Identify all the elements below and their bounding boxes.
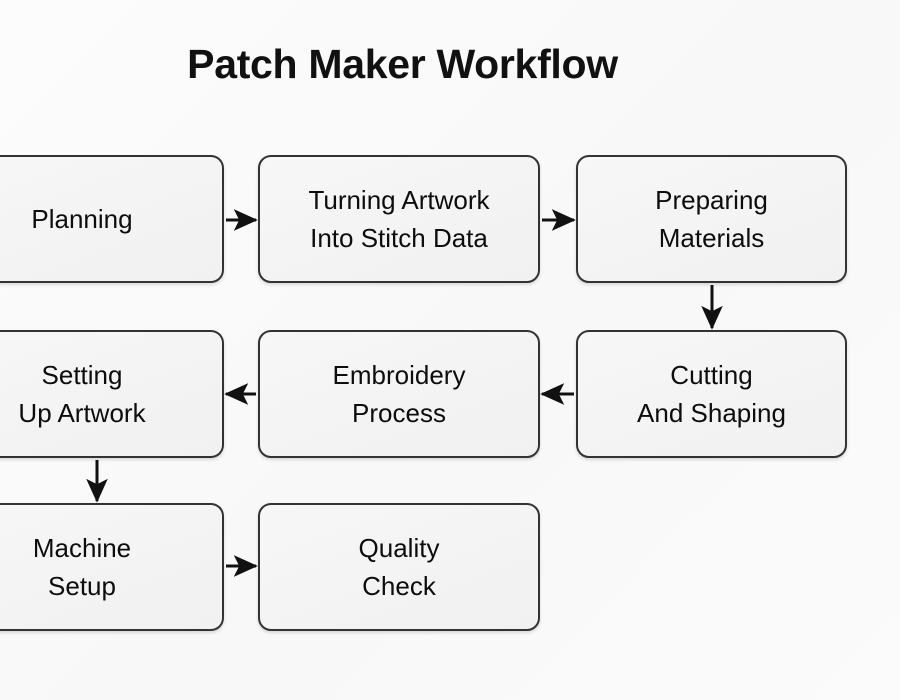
node-label: Setting Up Artwork [18, 359, 146, 428]
node-label: Turning Artwork Into Stitch Data [308, 184, 490, 253]
node-quality-check[interactable]: Quality Check [258, 503, 540, 631]
node-preparing-materials[interactable]: Preparing Materials [576, 155, 847, 283]
node-cutting-and-shaping[interactable]: Cutting And Shaping [576, 330, 847, 458]
node-label: Preparing Materials [655, 184, 768, 253]
node-label: Cutting And Shaping [637, 359, 786, 428]
node-label: Quality Check [358, 532, 440, 601]
node-embroidery-process[interactable]: Embroidery Process [258, 330, 540, 458]
node-setting-up-artwork[interactable]: Setting Up Artwork [0, 330, 224, 458]
node-machine-setup[interactable]: Machine Setup [0, 503, 224, 631]
node-planning[interactable]: Planning [0, 155, 224, 283]
node-turning-artwork-into-stitch-data[interactable]: Turning Artwork Into Stitch Data [258, 155, 540, 283]
node-label: Planning [31, 203, 133, 234]
node-label: Embroidery Process [332, 359, 466, 428]
page-title: Patch Maker Workflow [187, 41, 618, 87]
node-label: Machine Setup [32, 532, 132, 601]
